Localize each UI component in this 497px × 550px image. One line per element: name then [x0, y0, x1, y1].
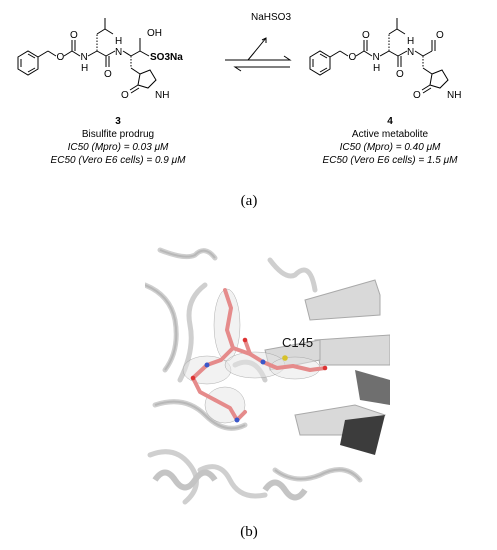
residue-label-c145: C145 [282, 335, 313, 350]
atom-h2-left: H [115, 36, 122, 47]
protein-structure-image: C145 [145, 240, 390, 520]
atom-o-carbonyl2-right: O [396, 69, 404, 80]
atom-o-carbonyl2-left: O [104, 69, 112, 80]
compound-4-number: 4 [387, 116, 393, 127]
compound-4-name: Active metabolite [351, 129, 429, 140]
atom-so3na-left: SO3Na [150, 52, 183, 63]
reagent-label: NaHSO3 [251, 12, 291, 23]
lactam-ring-right [429, 69, 449, 89]
atom-o-ester-left: O [57, 52, 65, 63]
atom-h2-right: H [407, 36, 414, 47]
panel-b-label: (b) [240, 524, 258, 540]
compound-4-caption: 4 Active metabolite IC50 (Mpro) = 0.40 μ… [290, 115, 490, 167]
atom-o-aldehyde-right: O [436, 30, 444, 41]
atom-o-lactam-right: O [413, 90, 421, 101]
atom-h1-left: H [81, 63, 88, 74]
atom-o-carbonyl1-left: O [70, 30, 78, 41]
compound-4-ec50: EC50 (Vero E6 cells) = 1.5 μM [322, 155, 458, 166]
atom-n2-left: N [115, 47, 122, 58]
atom-n2-right: N [407, 47, 414, 58]
atom-o-carbonyl1-right: O [362, 30, 370, 41]
atom-oh-left: OH [147, 28, 162, 39]
atom-nh-lactam-left: NH [155, 90, 169, 101]
compound-3-name: Bisulfite prodrug [81, 129, 155, 140]
atom-h1-right: H [373, 63, 380, 74]
compound-3-caption: 3 Bisulfite prodrug IC50 (Mpro) = 0.03 μ… [18, 115, 218, 167]
compound-4-ic50: IC50 (Mpro) = 0.40 μM [339, 142, 441, 153]
benzene-ring-left [17, 50, 39, 76]
lactam-ring-left [137, 69, 157, 89]
atom-o-lactam-left: O [121, 90, 129, 101]
atom-n1-left: N [81, 52, 88, 63]
compound-3-ec50: EC50 (Vero E6 cells) = 0.9 μM [50, 155, 186, 166]
atom-o-ester-right: O [349, 52, 357, 63]
compound-3-number: 3 [115, 116, 121, 127]
reaction-scheme: O O N H O H N OH SO3Na O NH NaHSO3 O O N… [17, 12, 461, 101]
compound-3-ic50: IC50 (Mpro) = 0.03 μM [67, 142, 169, 153]
atom-n1-right: N [373, 52, 380, 63]
panel-a-label: (a) [240, 193, 258, 209]
atom-nh-lactam-right: NH [447, 90, 461, 101]
benzene-ring-right [309, 50, 331, 76]
